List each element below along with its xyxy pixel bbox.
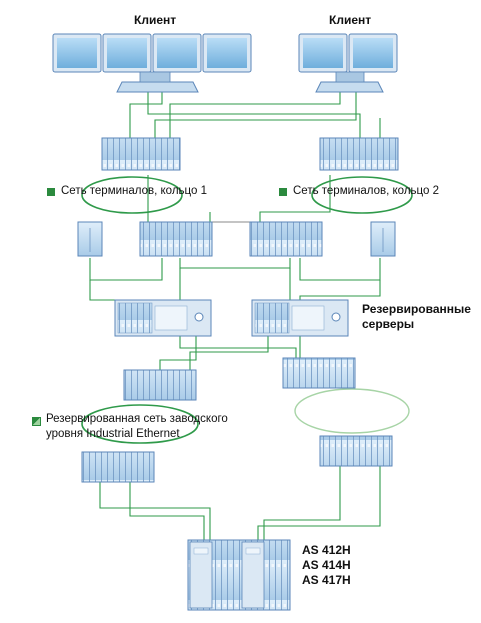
plant-bus-bullet-icon <box>32 417 41 426</box>
as-model-3: AS 417H <box>302 573 351 587</box>
client-left <box>52 33 252 93</box>
as-model-1: AS 412H <box>302 543 351 557</box>
switch-plant-bottom-right <box>319 435 393 467</box>
switch-top-right <box>319 137 399 171</box>
server-left <box>114 299 212 337</box>
ring-2-ellipse <box>311 176 413 214</box>
link-client-right-switch-right <box>169 92 341 138</box>
ring-2-bullet-icon <box>279 188 287 196</box>
plant-bus-label-line1: Резервированная сеть заводского <box>46 413 228 425</box>
link-srv-bus-b <box>159 336 197 370</box>
link-client-left-switch-left-b <box>129 92 163 138</box>
ring-1-bullet-icon <box>47 188 55 196</box>
switch-plant-top-right <box>282 357 356 389</box>
link-srv-bus-c <box>189 336 269 370</box>
server-right <box>251 299 349 337</box>
servers-label-line2: серверы <box>362 317 415 331</box>
client-right <box>298 33 398 93</box>
switch-ring-mid-left <box>139 221 213 257</box>
monitor-icon <box>52 33 102 73</box>
monitor-icon <box>298 33 348 73</box>
keyboard-icon <box>315 71 384 93</box>
monitor-icon <box>102 33 152 73</box>
ring-2-label: Сеть терминалов, кольцо 2 <box>293 185 439 197</box>
link-client-right-switch-left <box>154 92 357 138</box>
switch-ring-small-left <box>77 221 103 257</box>
ring-1-ellipse <box>81 176 183 214</box>
link-bus-left-as-b <box>129 482 205 540</box>
link-bus-left-as-a <box>99 482 211 540</box>
as-controller-rack <box>187 539 291 611</box>
link-ring1-d <box>209 175 331 223</box>
switch-ring-mid-right <box>249 221 323 257</box>
keyboard-icon <box>116 71 199 93</box>
switch-plant-top-left <box>123 369 197 401</box>
ring-1-label: Сеть терминалов, кольцо 1 <box>61 185 207 197</box>
plant-bus-label-line2: уровня Industrial Ethernet <box>46 428 180 440</box>
monitor-icon <box>202 33 252 73</box>
link-ring1-c <box>179 258 291 269</box>
link-bus-right-as-a <box>263 465 341 540</box>
switch-plant-bottom-left <box>81 451 155 483</box>
link-ring1-a <box>89 258 163 281</box>
plant-ring-2-ellipse <box>294 388 410 434</box>
servers-label-line1: Резервированные <box>362 302 471 316</box>
client-right-title: Клиент <box>329 13 372 27</box>
link-ring2-a <box>299 258 381 281</box>
monitor-icon <box>348 33 398 73</box>
link-srv-bus-a <box>179 336 297 360</box>
link-bus-right-as-b <box>257 465 381 540</box>
link-client-left-switch-left <box>147 92 361 138</box>
client-left-title: Клиент <box>134 13 177 27</box>
monitor-icon <box>152 33 202 73</box>
switch-top-left <box>101 137 181 171</box>
plant-ring-ellipse <box>81 404 199 444</box>
switch-ring-small-right <box>370 221 396 257</box>
as-model-2: AS 414H <box>302 558 351 572</box>
